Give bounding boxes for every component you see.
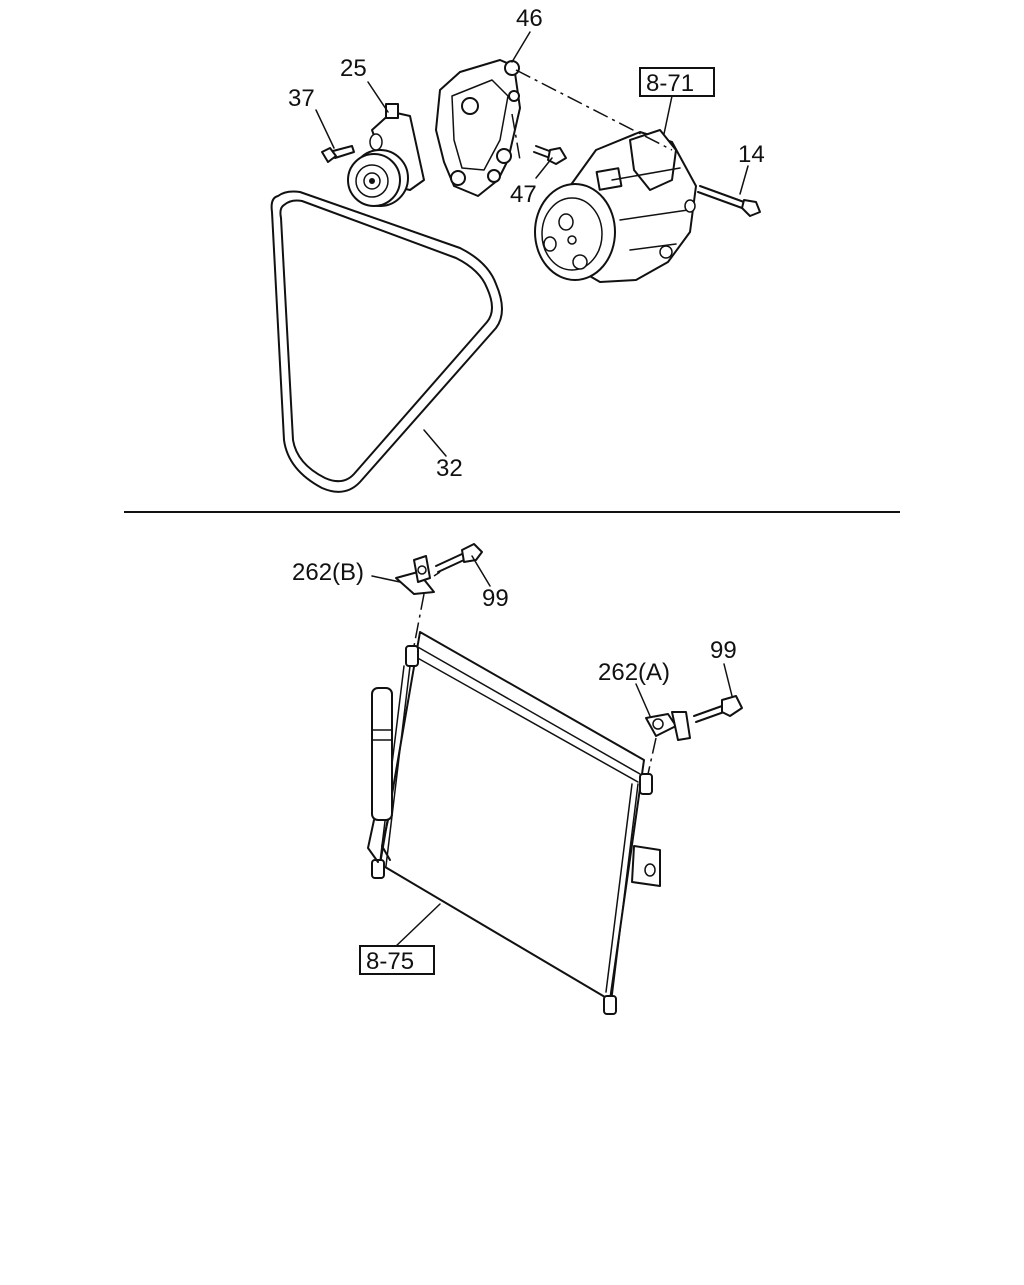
bracket-262a [645, 711, 691, 741]
label-part-37: 37 [288, 85, 315, 112]
phantom-line-262a-condenser [647, 737, 657, 775]
label-ref-8-71: 8-71 [646, 70, 694, 97]
label-part-25: 25 [340, 55, 367, 82]
drive-belt [270, 190, 503, 493]
leader-lines-lower [371, 555, 733, 949]
phantom-line-262b-condenser [413, 593, 425, 647]
label-part-262a: 262(A) [598, 659, 670, 686]
leader-lines-upper [315, 31, 749, 457]
label-part-99-top: 99 [482, 585, 509, 612]
label-part-46: 46 [516, 5, 543, 32]
label-part-99-right: 99 [710, 637, 737, 664]
label-part-14: 14 [738, 141, 765, 168]
bracket-262b [395, 555, 435, 595]
bolt-14 [697, 185, 761, 217]
label-ref-8-75: 8-75 [366, 948, 414, 975]
phantom-line-bracket-mount [511, 113, 521, 161]
ref-box-8-75 [359, 945, 435, 975]
condenser [367, 631, 661, 1015]
idler-pulley [347, 103, 425, 207]
phantom-line-bracket-compressor [515, 69, 673, 151]
compressor-bracket [435, 59, 521, 197]
ac-compressor [534, 129, 697, 283]
ref-box-8-71 [639, 67, 715, 97]
label-part-32: 32 [436, 455, 463, 482]
bolt-99-right [693, 695, 743, 723]
bolt-37 [321, 145, 355, 163]
label-part-262b: 262(B) [292, 559, 364, 586]
bolt-47 [533, 145, 567, 165]
phantom-line-99-top [433, 571, 441, 577]
label-part-47: 47 [510, 181, 537, 208]
bolt-99-top [435, 543, 483, 573]
